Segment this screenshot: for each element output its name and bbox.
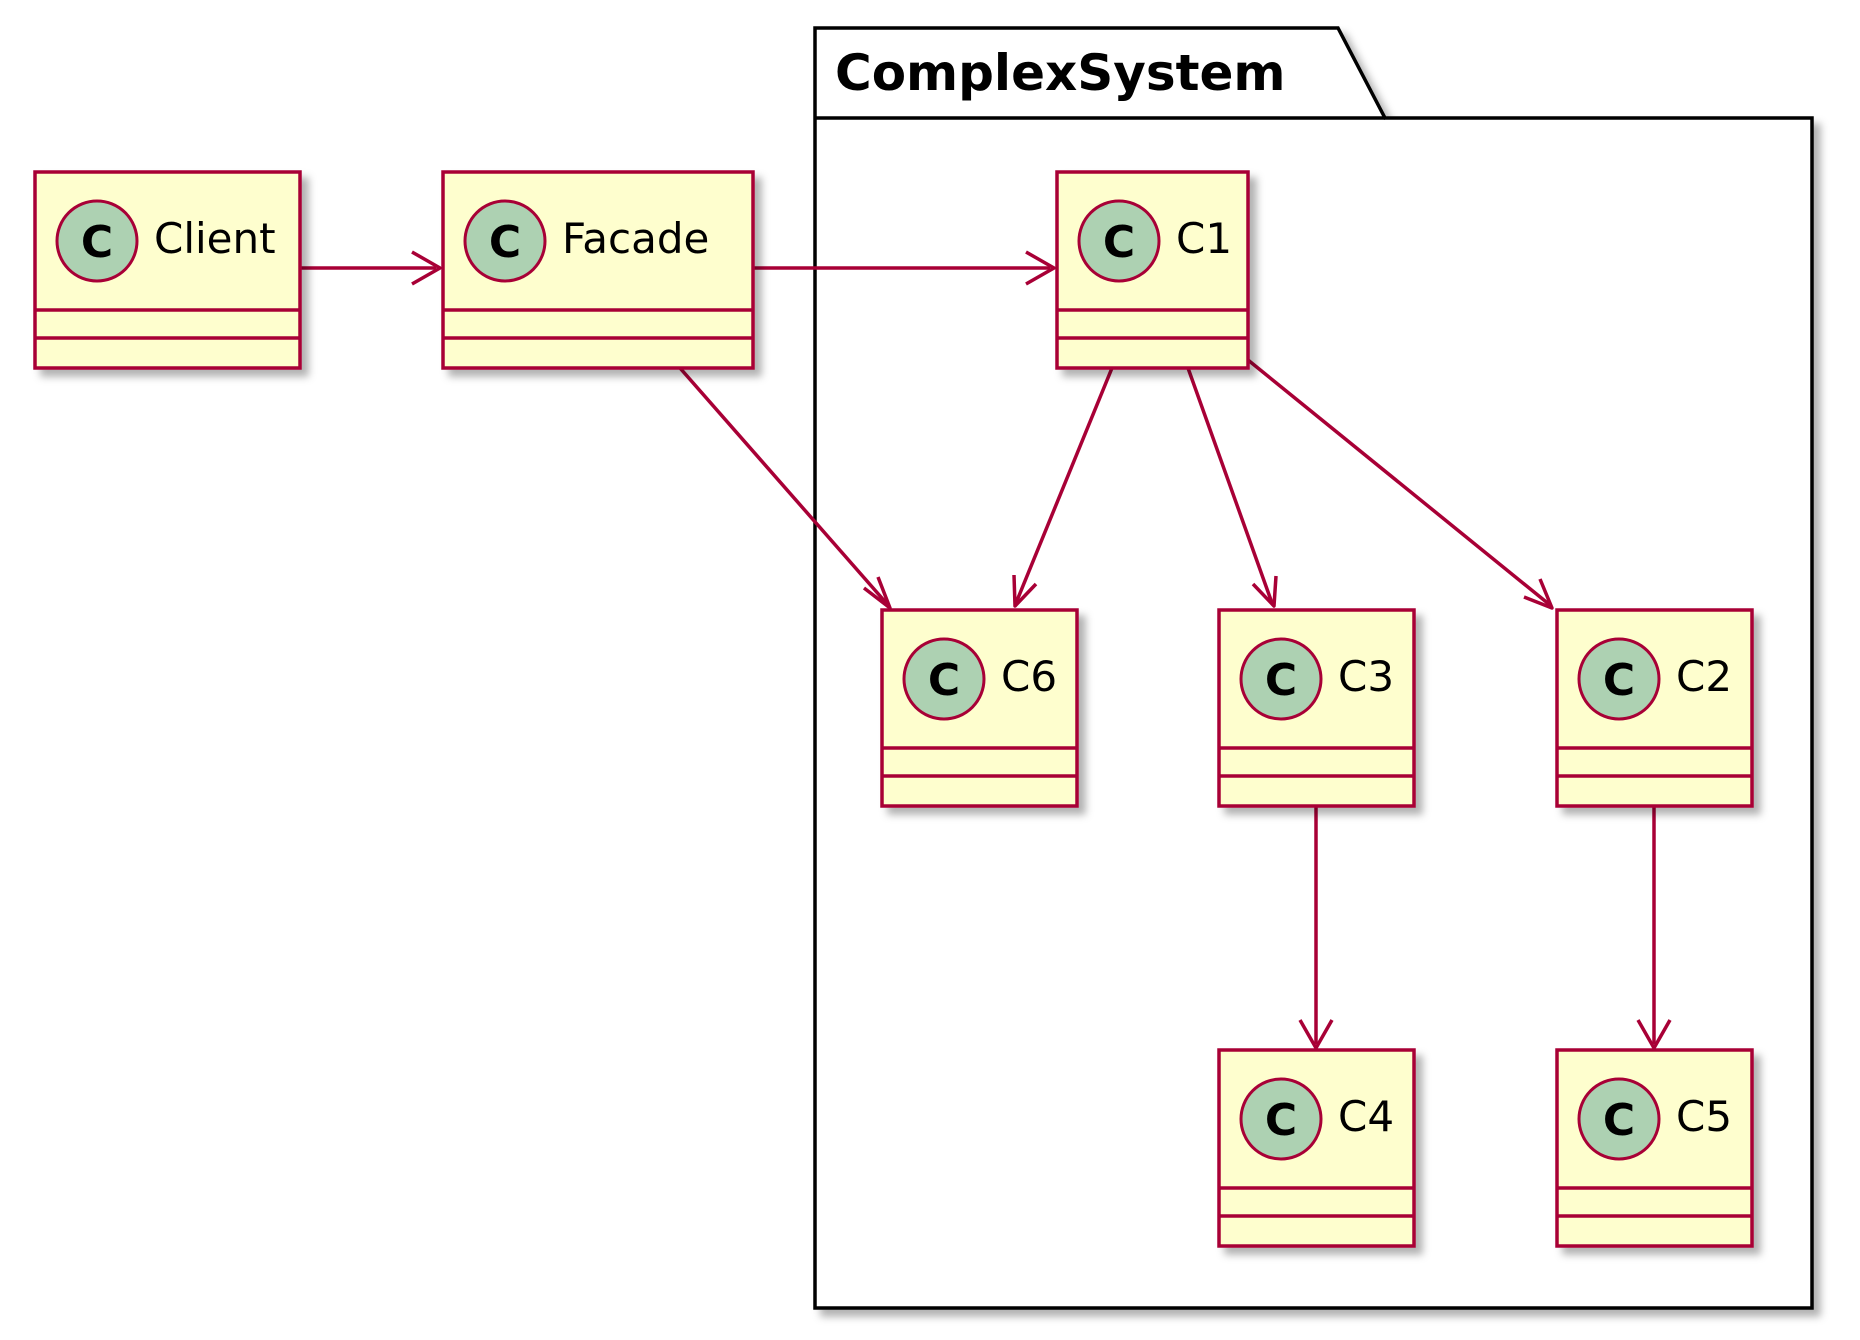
arrow-facade-to-c6[interactable] (678, 366, 892, 610)
class-c4[interactable]: C C4 (1217, 1048, 1416, 1248)
stereotype-letter: C (1603, 655, 1635, 706)
class-stereotype-icon (1077, 199, 1161, 283)
class-stereotype-icon (1577, 1077, 1661, 1161)
class-c5[interactable]: C C5 (1555, 1048, 1754, 1248)
class-client[interactable]: C Client (33, 170, 302, 370)
arrow-c3-to-c4[interactable] (1298, 806, 1334, 1050)
class-stereotype-icon (1239, 637, 1323, 721)
arrow-facade-to-c1[interactable] (753, 250, 1056, 286)
class-c6[interactable]: C C6 (880, 608, 1079, 808)
stereotype-letter: C (1103, 217, 1135, 268)
relations (300, 250, 1672, 1050)
class-c1[interactable]: C C1 (1055, 170, 1250, 370)
stereotype-letter: C (81, 217, 113, 268)
class-facade[interactable]: C Facade (441, 170, 755, 370)
stereotype-letter: C (1265, 655, 1297, 706)
class-stereotype-icon (902, 637, 986, 721)
arrow-c1-to-c2[interactable] (1246, 358, 1554, 610)
class-c2[interactable]: C C2 (1555, 608, 1754, 808)
arrow-c2-to-c5[interactable] (1636, 806, 1672, 1050)
stereotype-letter: C (489, 217, 521, 268)
class-stereotype-icon (463, 199, 547, 283)
stereotype-letter: C (1603, 1095, 1635, 1146)
class-name: C2 (1676, 652, 1732, 701)
class-stereotype-icon (1577, 637, 1661, 721)
class-c3[interactable]: C C3 (1217, 608, 1416, 808)
stereotype-letter: C (928, 655, 960, 706)
class-name: Facade (562, 214, 709, 263)
class-name: C1 (1176, 214, 1232, 263)
class-stereotype-icon (1239, 1077, 1323, 1161)
class-name: C6 (1001, 652, 1057, 701)
class-name: C5 (1676, 1092, 1732, 1141)
arrow-c1-to-c6[interactable] (1012, 367, 1114, 608)
class-name: C4 (1338, 1092, 1394, 1141)
package-title: ComplexSystem (835, 44, 1286, 102)
arrow-client-to-facade[interactable] (300, 250, 442, 286)
class-stereotype-icon (55, 199, 139, 283)
class-name: C3 (1338, 652, 1394, 701)
stereotype-letter: C (1265, 1095, 1297, 1146)
class-name: Client (154, 214, 276, 263)
arrow-c1-to-c3[interactable] (1186, 367, 1278, 608)
